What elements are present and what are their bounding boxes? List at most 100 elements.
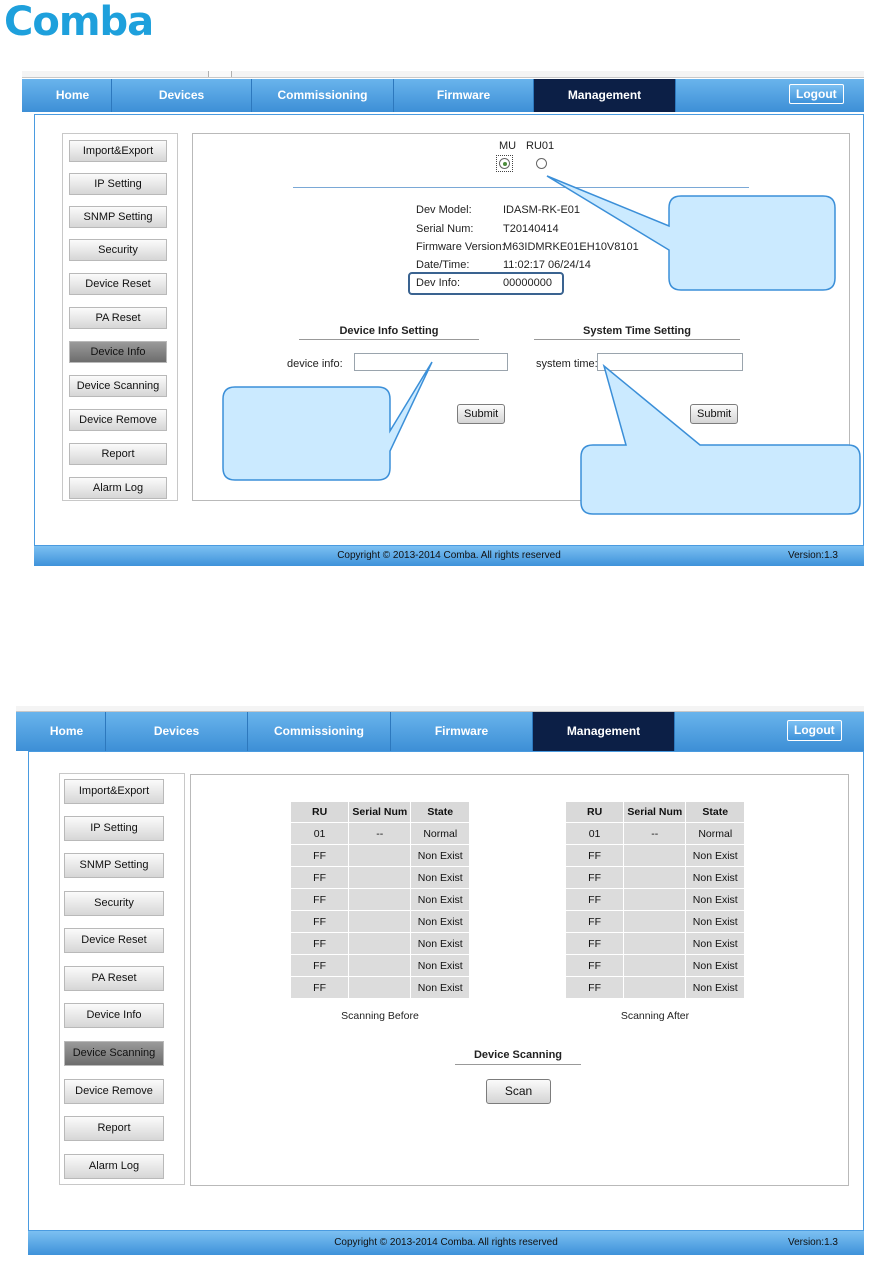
nav-firmware[interactable]: Firmware [394,79,534,112]
logout-button[interactable]: Logout [787,720,842,741]
browser-tab-strip [16,706,864,712]
cell-state: Non Exist [685,844,745,867]
cell-ru: FF [289,910,350,933]
cell-ru: FF [289,954,350,977]
cell-serial-num [348,844,412,867]
sidebar-item-import-export[interactable]: Import&Export [64,779,164,804]
sidebar-item-device-info[interactable]: Device Info [69,341,167,363]
sidebar-item-snmp-setting[interactable]: SNMP Setting [69,206,167,228]
dev-model-value: IDASM-RK-E01 [503,204,581,216]
sidebar-item-device-info[interactable]: Device Info [64,1003,164,1028]
table-row: 01--Normal [564,822,745,845]
nav-management[interactable]: Management [534,79,676,112]
cell-ru: FF [564,976,625,999]
cell-serial-num [623,932,687,955]
sidebar-item-snmp-setting[interactable]: SNMP Setting [64,853,164,878]
system-time-field-label: system time: [536,358,598,370]
nav-firmware[interactable]: Firmware [391,712,533,751]
device-info-input[interactable] [354,353,508,371]
cell-ru: FF [289,932,350,955]
cell-state: Non Exist [410,844,470,867]
datetime-value: 11:02:17 06/24/14 [503,259,591,271]
cell-state: Non Exist [410,954,470,977]
firmware-label: Firmware Version: [416,241,505,253]
cell-state: Non Exist [685,866,745,889]
comba-logo: Comba [4,0,154,45]
nav-management[interactable]: Management [533,712,675,751]
device-info-field-label: device info: [287,358,343,370]
system-time-input[interactable] [597,353,743,371]
firmware-value: M63IDMRKE01EH10V8101 [503,241,639,253]
sidebar-item-security[interactable]: Security [64,891,164,916]
sidebar-item-device-reset[interactable]: Device Reset [64,928,164,953]
nav-home[interactable]: Home [28,712,106,751]
sidebar-item-ip-setting[interactable]: IP Setting [69,173,167,195]
cell-state: Non Exist [410,976,470,999]
sidebar-item-device-remove[interactable]: Device Remove [64,1079,164,1104]
version-text: Version:1.3 [787,550,838,561]
sidebar-item-device-scanning[interactable]: Device Scanning [69,375,167,397]
cell-state: Normal [410,822,470,845]
cell-serial-num [623,910,687,933]
column-header-serial: Serial Num [623,801,687,823]
nav-commissioning[interactable]: Commissioning [252,79,394,112]
nav-commissioning[interactable]: Commissioning [248,712,391,751]
column-header-state: State [410,801,470,823]
radio-mu[interactable] [499,158,510,169]
sidebar-item-ip-setting[interactable]: IP Setting [64,816,164,841]
nav-home[interactable]: Home [34,79,112,112]
main-nav: Home Devices Commissioning Firmware Mana… [16,712,864,751]
dev-model-label: Dev Model: [416,204,472,216]
content-area: Import&Export IP Setting SNMP Setting Se… [34,114,864,546]
cell-ru: FF [289,976,350,999]
table-row: FF Non Exist [289,976,470,999]
cell-ru: FF [289,866,350,889]
datetime-label: Date/Time: [416,259,470,271]
footer: Copyright © 2013-2014 Comba. All rights … [28,1231,864,1255]
sidebar-item-import-export[interactable]: Import&Export [69,140,167,162]
cell-serial-num [623,866,687,889]
sidebar-item-security[interactable]: Security [69,239,167,261]
scan-button[interactable]: Scan [486,1079,551,1104]
cell-serial-num [348,866,412,889]
cell-serial-num [348,932,412,955]
sidebar-item-alarm-log[interactable]: Alarm Log [69,477,167,499]
cell-serial-num [348,954,412,977]
cell-state: Non Exist [685,910,745,933]
table-row: FF Non Exist [289,954,470,977]
sidebar-item-report[interactable]: Report [64,1116,164,1141]
sidebar-item-device-reset[interactable]: Device Reset [69,273,167,295]
nav-devices[interactable]: Devices [112,79,252,112]
nav-devices[interactable]: Devices [106,712,248,751]
sidebar-item-report[interactable]: Report [69,443,167,465]
cell-ru: FF [564,888,625,911]
device-info-submit-button[interactable]: Submit [457,404,506,424]
cell-state: Non Exist [410,910,470,933]
cell-serial-num [348,888,412,911]
cell-serial-num: -- [623,822,687,845]
copyright-text: Copyright © 2013-2014 Comba. All rights … [337,550,561,561]
system-time-submit-button[interactable]: Submit [690,404,739,424]
cell-serial-num [623,844,687,867]
heading-underline [299,339,479,340]
content-area: Import&Export IP Setting SNMP Setting Se… [28,751,864,1231]
cell-state: Normal [685,822,745,845]
sidebar-item-pa-reset[interactable]: PA Reset [69,307,167,329]
sidebar-item-pa-reset[interactable]: PA Reset [64,966,164,991]
logout-button[interactable]: Logout [789,84,844,104]
column-header-serial: Serial Num [348,801,412,823]
cell-serial-num [623,954,687,977]
radio-ru01[interactable] [536,158,547,169]
sidebar-item-device-remove[interactable]: Device Remove [69,409,167,431]
sidebar-item-device-scanning[interactable]: Device Scanning [64,1041,164,1066]
sidebar-item-alarm-log[interactable]: Alarm Log [64,1154,164,1179]
